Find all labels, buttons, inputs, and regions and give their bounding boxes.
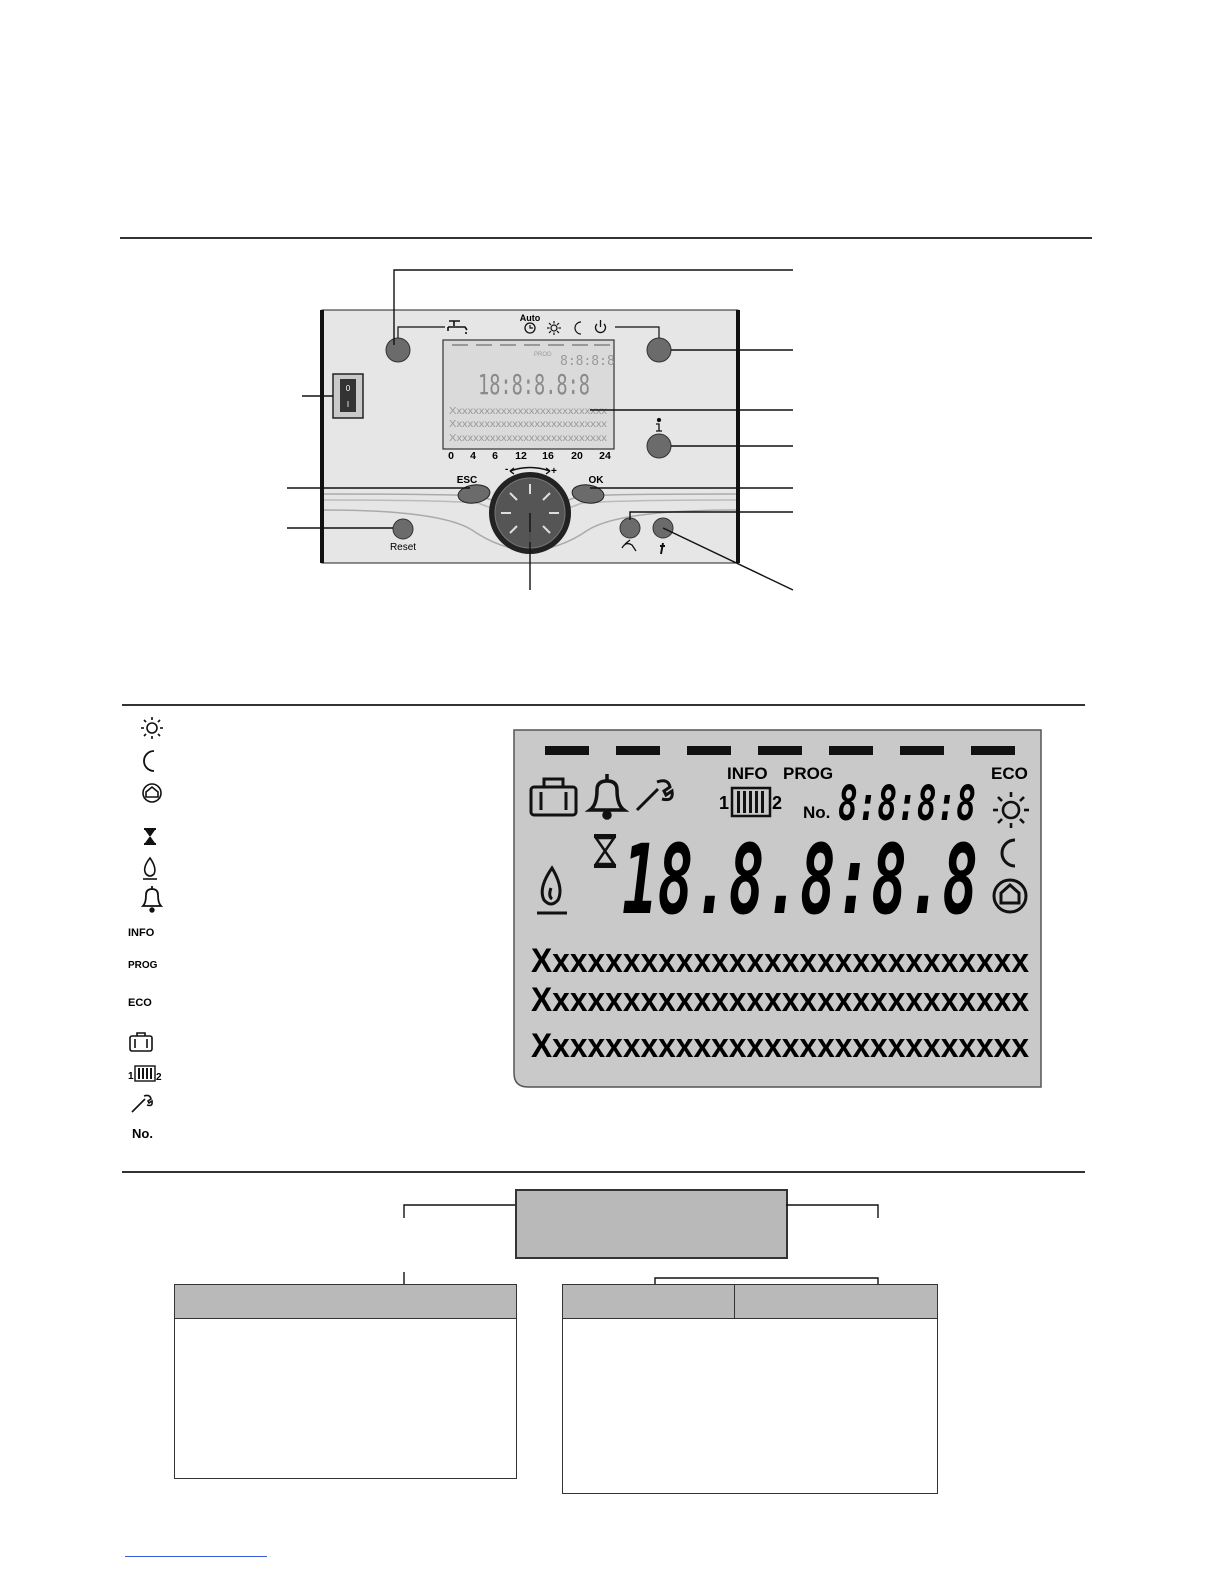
scale-tick-12: 12 bbox=[515, 450, 527, 462]
dial-minus: - bbox=[505, 464, 508, 475]
legend-suitcase-icon bbox=[129, 1032, 153, 1052]
scale-tick-20: 20 bbox=[571, 450, 583, 462]
section-divider-bottom bbox=[122, 1171, 1085, 1173]
lcd-eco-label: ECO bbox=[991, 764, 1028, 783]
controller-diagram: 0 I Auto PROG 8:8:8:8 18:8:8.8:8 Xxxxxxx… bbox=[287, 269, 794, 591]
lcd-text-line-2: Xxxxxxxxxxxxxxxxxxxxxxxxxxxx bbox=[531, 981, 1029, 1019]
left-table-header bbox=[175, 1285, 516, 1319]
callout-lines bbox=[287, 269, 794, 591]
legend-flame-icon bbox=[143, 856, 157, 880]
esc-button[interactable] bbox=[457, 483, 491, 505]
dial-plus: + bbox=[551, 466, 557, 477]
ok-label: OK bbox=[589, 475, 605, 486]
small-lcd-text-line-2: Xxxxxxxxxxxxxxxxxxxxxxxxxxxx bbox=[449, 419, 607, 430]
small-lcd-text-line-1: Xxxxxxxxxxxxxxxxxxxxxxxxxxxx bbox=[449, 406, 607, 417]
scale-tick-6: 6 bbox=[492, 450, 498, 462]
scale-tick-16: 16 bbox=[542, 450, 554, 462]
lcd-big-digits: 18.8.8:8.8 bbox=[622, 824, 978, 936]
legend-radiator-icon: 1 2 bbox=[128, 1065, 162, 1083]
lcd-progress-segments bbox=[545, 746, 1015, 755]
lcd-radiator-icon: 1 2 bbox=[719, 786, 782, 818]
center-box bbox=[515, 1189, 788, 1259]
footer-link-underline[interactable] bbox=[125, 1556, 267, 1557]
legend-no-text: No. bbox=[132, 1126, 153, 1141]
scale-tick-24: 24 bbox=[599, 450, 611, 462]
small-lcd-display bbox=[442, 339, 615, 450]
legend-house-circle-icon bbox=[142, 783, 162, 803]
section-divider-middle bbox=[122, 704, 1085, 706]
small-lcd-text-line-3: Xxxxxxxxxxxxxxxxxxxxxxxxxxxx bbox=[449, 433, 607, 444]
power-switch-on-label: I bbox=[347, 400, 349, 409]
chimney-sweep-icon bbox=[660, 542, 665, 555]
lcd-house-circle-icon bbox=[992, 878, 1028, 914]
info-icon-small bbox=[656, 417, 662, 432]
time-scale: 0 4 6 12 16 20 24 bbox=[448, 450, 611, 462]
right-table bbox=[562, 1284, 938, 1494]
legend-radiator-left: 1 bbox=[128, 1071, 134, 1082]
power-switch-off-label: 0 bbox=[346, 384, 351, 393]
scale-tick-4: 4 bbox=[470, 450, 476, 462]
esc-label: ESC bbox=[457, 475, 478, 486]
legend-eco-text: ECO bbox=[128, 997, 152, 1009]
legend-moon-icon bbox=[143, 750, 155, 772]
lcd-flame-icon bbox=[537, 865, 567, 915]
reset-label: Reset bbox=[390, 542, 416, 553]
lcd-text-line-3: Xxxxxxxxxxxxxxxxxxxxxxxxxxxx bbox=[531, 1027, 1029, 1065]
lcd-top-digits: 8:8:8:8 bbox=[838, 776, 976, 832]
lcd-moon-icon bbox=[1000, 838, 1016, 868]
ok-button[interactable] bbox=[571, 483, 605, 505]
small-lcd-big-digits: 18:8:8.8:8 bbox=[478, 368, 590, 401]
legend-bell-icon bbox=[140, 886, 164, 913]
small-lcd-top-digits: 8:8:8:8 bbox=[560, 354, 615, 369]
small-lcd-prog: PROG bbox=[534, 352, 552, 358]
legend-sun-icon bbox=[141, 717, 163, 739]
legend-prog-text: PROG bbox=[128, 960, 158, 971]
lcd-text-line-1: Xxxxxxxxxxxxxxxxxxxxxxxxxxxx bbox=[531, 942, 1029, 980]
lcd-info-label: INFO bbox=[727, 764, 768, 783]
lcd-panel bbox=[513, 729, 1042, 1088]
reset-button[interactable] bbox=[392, 518, 414, 540]
legend-radiator-right: 2 bbox=[156, 1072, 162, 1083]
manual-operation-button[interactable] bbox=[619, 517, 641, 539]
clock-icon bbox=[524, 322, 536, 334]
lcd-hourglass-icon bbox=[593, 834, 617, 868]
moon-icon-small bbox=[574, 321, 582, 335]
auto-mode-label: Auto bbox=[520, 313, 541, 323]
lcd-radiator-left: 1 bbox=[719, 793, 729, 813]
lcd-prog-label: PROG bbox=[783, 764, 833, 783]
hot-water-button[interactable] bbox=[385, 337, 411, 363]
lcd-suitcase-icon bbox=[529, 777, 578, 817]
lcd-bell-icon bbox=[584, 774, 630, 820]
info-button[interactable] bbox=[646, 433, 672, 459]
lcd-wrench-icon bbox=[635, 779, 674, 812]
left-table bbox=[174, 1284, 517, 1479]
legend-wrench-icon bbox=[131, 1094, 153, 1113]
sun-icon-small bbox=[547, 321, 561, 335]
scale-tick-0: 0 bbox=[448, 450, 454, 462]
lcd-no-label: No. bbox=[803, 803, 830, 822]
right-table-header bbox=[563, 1285, 937, 1319]
legend-info-text: INFO bbox=[128, 927, 155, 939]
lcd-radiator-right: 2 bbox=[772, 793, 782, 813]
tap-icon bbox=[447, 320, 468, 334]
hand-icon bbox=[621, 539, 637, 552]
small-lcd-segments-bar bbox=[452, 344, 610, 346]
legend-hourglass-icon bbox=[144, 828, 156, 845]
right-table-header-divider bbox=[734, 1285, 735, 1318]
power-switch[interactable]: 0 I bbox=[332, 373, 364, 419]
lcd-sun-icon bbox=[993, 792, 1029, 828]
standby-icon bbox=[594, 320, 607, 334]
operating-mode-button[interactable] bbox=[646, 337, 672, 363]
section-divider-top bbox=[120, 237, 1092, 239]
